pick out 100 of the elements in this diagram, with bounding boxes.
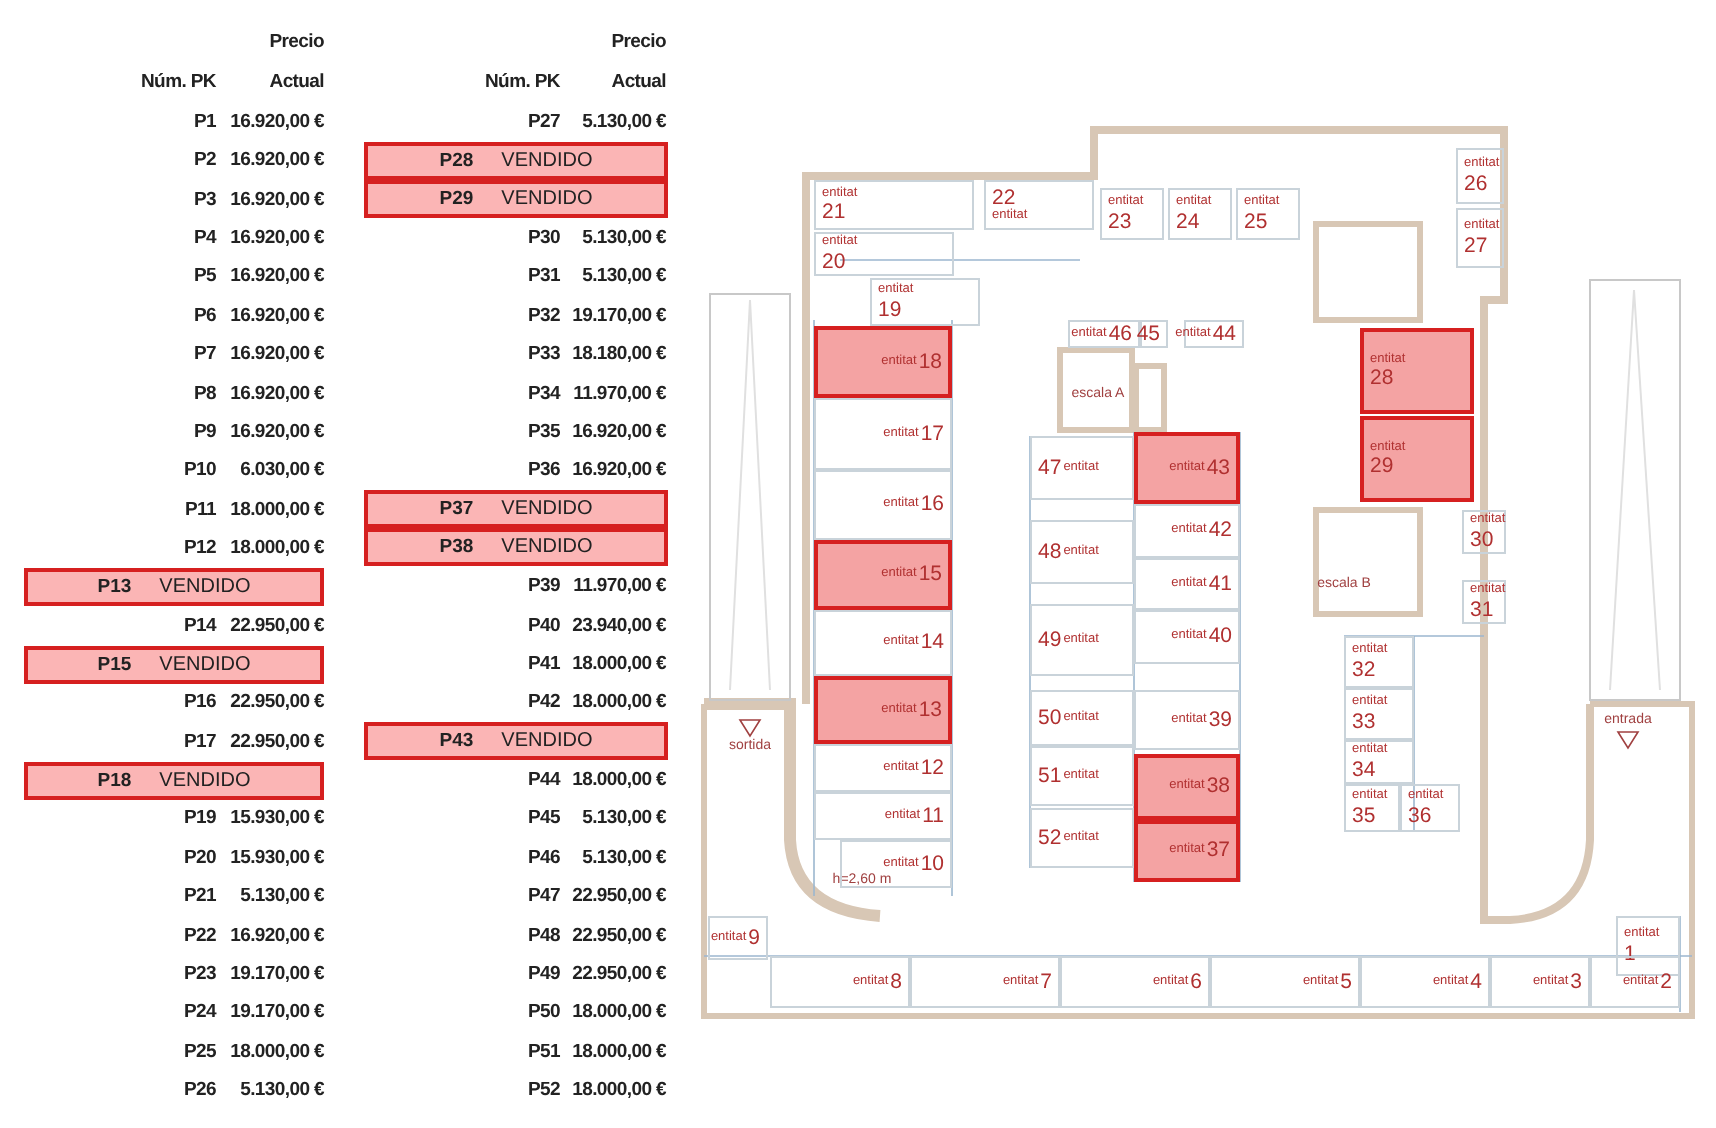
space-number: 7 — [1040, 971, 1052, 993]
sold-status: VENDIDO — [501, 536, 593, 559]
space-number: P23 — [183, 962, 216, 985]
price: 18.000,00 € — [572, 1040, 666, 1063]
sold-row — [364, 180, 668, 219]
space-number: P42 — [527, 691, 560, 714]
price: 19.170,00 € — [230, 1001, 324, 1024]
sold-status: VENDIDO — [159, 653, 251, 676]
space-number: 28 — [1370, 368, 1394, 389]
price: 16.920,00 € — [572, 459, 666, 482]
parking-space — [1134, 558, 1240, 610]
space-number: 38 — [1206, 776, 1230, 798]
price: 16.920,00 € — [230, 304, 324, 327]
price: 5.130,00 € — [582, 807, 666, 830]
price: 5.130,00 € — [582, 227, 666, 250]
space-number: P26 — [183, 1079, 216, 1101]
space-number: P32 — [527, 304, 560, 327]
space-number: P47 — [527, 885, 560, 908]
parking-space — [814, 792, 952, 840]
sold-parking-space — [814, 326, 952, 398]
parking-space — [1456, 148, 1504, 204]
price: 18.180,00 € — [572, 343, 666, 366]
sold-row — [24, 761, 324, 800]
space-number: 13 — [918, 699, 942, 721]
space-number: 9 — [748, 927, 760, 949]
parking-space — [1100, 188, 1164, 240]
sold-row — [364, 490, 668, 529]
space-number: 20 — [822, 251, 846, 272]
column-header: Actual — [611, 71, 666, 93]
column-header: Núm. PK — [141, 71, 216, 93]
sold-parking-space — [814, 540, 952, 610]
space-number: 11 — [922, 805, 944, 827]
parking-space — [1030, 520, 1134, 584]
price: 16.920,00 € — [230, 924, 324, 947]
sold-parking-space — [1134, 754, 1240, 820]
sold-parking-space — [1360, 416, 1474, 502]
parking-space — [910, 956, 1060, 1008]
parking-space — [1616, 916, 1680, 976]
price: 19.170,00 € — [230, 962, 324, 985]
space-number: P27 — [527, 111, 560, 133]
space-number: 48 — [1038, 541, 1062, 563]
sold-row — [364, 722, 668, 761]
price: 16.920,00 € — [230, 420, 324, 443]
parking-space — [1168, 188, 1232, 240]
sold-parking-space — [814, 676, 952, 744]
price: 16.920,00 € — [230, 188, 324, 211]
parking-space — [814, 232, 954, 276]
parking-space — [708, 916, 768, 960]
parking-space — [1236, 188, 1300, 240]
price: 11.970,00 € — [573, 382, 666, 405]
sold-status: VENDIDO — [501, 149, 593, 172]
space-number: P6 — [193, 304, 216, 327]
space-number: 47 — [1038, 457, 1062, 479]
price: 18.000,00 € — [572, 769, 666, 792]
parking-space — [1068, 320, 1140, 348]
sold-status: VENDIDO — [501, 188, 593, 211]
space-number: P46 — [527, 846, 560, 869]
space-number: 44 — [1212, 323, 1236, 345]
price: 22.950,00 € — [230, 730, 324, 753]
space-number: P3 — [193, 188, 216, 211]
parking-space — [1456, 208, 1504, 268]
space-number: 22 — [992, 187, 1016, 208]
parking-space — [1344, 740, 1414, 784]
space-number: P31 — [527, 265, 560, 288]
price: 16.920,00 € — [572, 420, 666, 443]
parking-space — [1030, 690, 1134, 746]
price: 6.030,00 € — [240, 459, 324, 482]
price: 16.920,00 € — [230, 111, 324, 133]
space-number: P28 — [439, 149, 474, 172]
price: 16.920,00 € — [230, 149, 324, 172]
price: 18.000,00 € — [572, 1001, 666, 1024]
space-number: 19 — [878, 299, 902, 320]
space-number: P52 — [527, 1079, 560, 1101]
parking-space — [984, 180, 1094, 230]
space-number: P12 — [183, 536, 216, 559]
space-number: 52 — [1038, 827, 1062, 849]
space-number: P36 — [527, 459, 560, 482]
space-number: 5 — [1340, 971, 1352, 993]
space-number: 18 — [918, 351, 942, 373]
sold-row — [364, 528, 668, 567]
space-number: P45 — [527, 807, 560, 830]
space-number: P5 — [193, 265, 216, 288]
parking-space — [1134, 690, 1240, 750]
sold-status: VENDIDO — [159, 575, 251, 598]
space-number: P39 — [527, 575, 560, 598]
sold-row — [364, 141, 668, 180]
space-number: P38 — [439, 536, 474, 559]
space-number: P25 — [183, 1040, 216, 1063]
parking-space — [1490, 956, 1590, 1008]
space-number: P4 — [193, 227, 216, 250]
space-number: 29 — [1370, 456, 1394, 477]
space-number: 25 — [1244, 211, 1268, 232]
sold-row — [24, 645, 324, 684]
price: 5.130,00 € — [582, 111, 666, 133]
space-number: P15 — [97, 653, 132, 676]
space-number: P20 — [183, 846, 216, 869]
space-number: P33 — [527, 343, 560, 366]
price: 22.950,00 € — [230, 614, 324, 637]
space-number: 40 — [1208, 626, 1232, 648]
parking-space — [1134, 610, 1240, 664]
